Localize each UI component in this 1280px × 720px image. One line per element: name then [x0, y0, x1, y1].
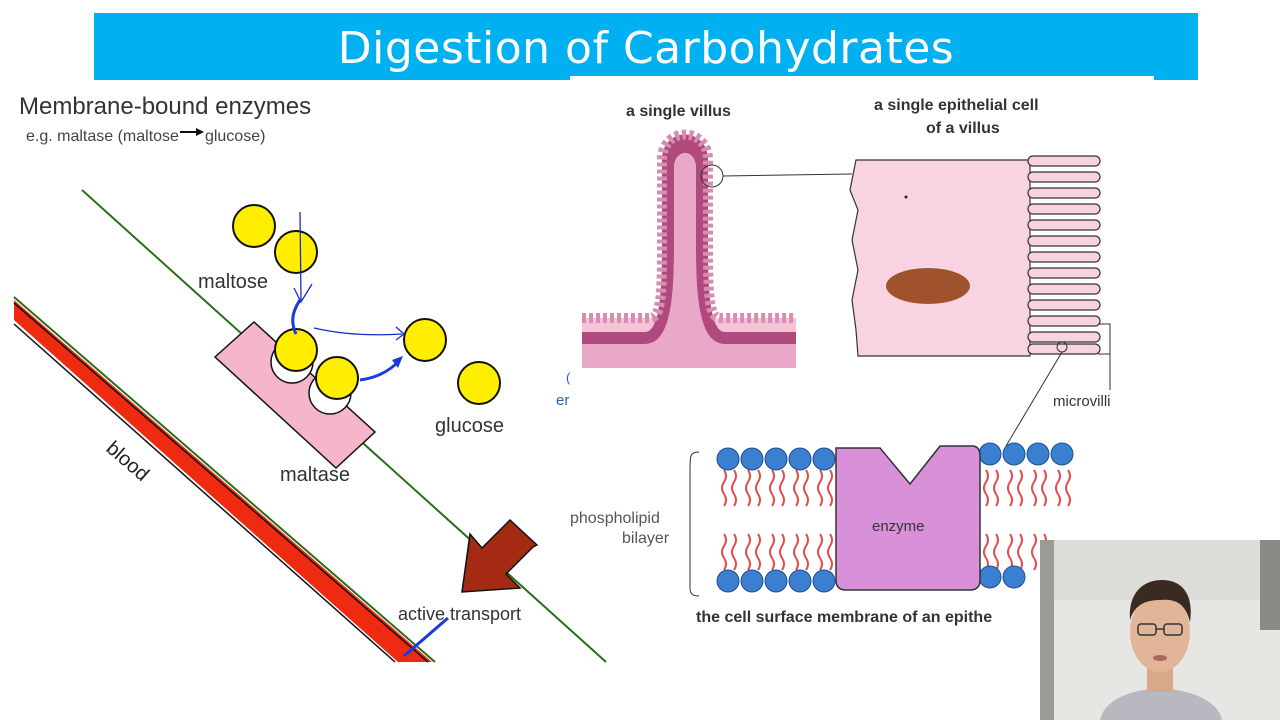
- handwritten-arrow-down: [293, 211, 313, 304]
- phospholipid-tails: [721, 469, 1071, 571]
- microvilli-fingers: [1027, 155, 1101, 355]
- blood-edge-bottom: [13, 323, 396, 663]
- villus-label: a single villus: [626, 103, 731, 120]
- example-text: e.g. maltase (maltose glucose): [26, 128, 265, 146]
- example-suffix: glucose): [204, 128, 266, 145]
- presenter-webcam: [1040, 540, 1280, 720]
- maltase-enzyme: [213, 320, 377, 470]
- epithelial-cell: [849, 155, 1101, 357]
- maltose-glucose-unit-1: [232, 204, 276, 248]
- stray-text-fragment: er: [556, 392, 569, 409]
- maltase-label: maltase: [280, 464, 350, 486]
- active-transport-label: active transport: [398, 604, 521, 624]
- microvilli-label: microvilli: [1053, 393, 1111, 410]
- section-heading: Membrane-bound enzymes: [19, 93, 312, 120]
- membrane-enzyme: [835, 445, 981, 591]
- free-glucose-2: [457, 361, 501, 405]
- bound-glucose-2: [315, 356, 359, 400]
- blood-edge-top: [13, 302, 429, 663]
- microvilli-bracket: [1098, 323, 1111, 355]
- handwritten-arrow-right: [313, 326, 406, 341]
- arrow-right-icon: [179, 124, 205, 142]
- epithelial-cell-label-2: of a villus: [926, 120, 1000, 137]
- bound-glucose-1: [274, 328, 318, 372]
- presenter-video-icon: [1040, 540, 1280, 720]
- bilayer-bracket: [689, 451, 700, 597]
- stray-text-fragment-2: (: [566, 370, 571, 385]
- blood-vessel: [14, 300, 432, 662]
- zoom-line-2: [1005, 351, 1063, 447]
- title-bar: Digestion of Carbohydrates: [94, 13, 1198, 80]
- free-glucose-1: [403, 318, 447, 362]
- membrane-line-top: [13, 296, 436, 663]
- glucose-label: glucose: [435, 415, 504, 437]
- example-prefix: e.g. maltase (maltose: [26, 128, 179, 145]
- reaction-arrow-in: [291, 299, 302, 335]
- zoom-line: [722, 173, 853, 177]
- membrane-enzyme-diagram: blood maltose maltase glucose active tra…: [13, 189, 607, 663]
- title-underline: [570, 76, 1154, 82]
- slide-title: Digestion of Carbohydrates: [337, 23, 955, 74]
- phospholipid-label-2: bilayer: [622, 530, 670, 547]
- membrane-caption: the cell surface membrane of an epithe: [696, 609, 992, 626]
- epithelial-cell-label-1: a single epithelial cell: [874, 97, 1039, 114]
- maltose-glucose-unit-2: [274, 230, 318, 274]
- active-transport-arrow: [461, 518, 539, 593]
- reaction-arrow-out: [359, 360, 400, 382]
- reaction-arrowhead: [392, 356, 403, 368]
- active-transport-pointer: [403, 616, 449, 658]
- enzyme-label: enzyme: [872, 518, 925, 535]
- blood-label: blood: [102, 437, 153, 486]
- nucleus: [886, 268, 970, 304]
- phospholipid-heads: [716, 442, 1074, 593]
- maltose-label: maltose: [198, 271, 268, 293]
- phospholipid-bilayer: enzyme: [716, 442, 1074, 593]
